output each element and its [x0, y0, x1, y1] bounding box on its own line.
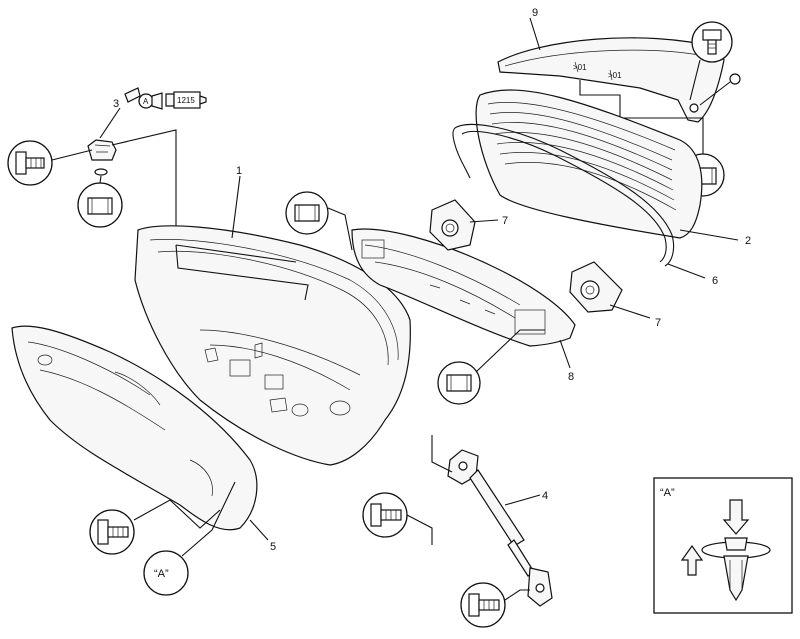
callout-4: 4 [542, 490, 548, 502]
garnish-part: 8 [351, 228, 576, 383]
hinge-part: 3 A 1215 [87, 87, 207, 245]
torque-wrench-icon: A [124, 87, 163, 110]
view-ref-label: “A” [154, 568, 169, 580]
callout-6: 6 [712, 275, 718, 287]
callout-1: 1 [236, 165, 242, 177]
sealant-code: 1215 [177, 96, 195, 105]
callout-7b: 7 [655, 317, 661, 329]
detail-box-label: “A” [660, 487, 675, 499]
trim-panel-part: 5 [11, 325, 276, 553]
lamp-left-part: 7 [429, 199, 508, 251]
trim-screw-detail [89, 499, 221, 555]
callout-7a: 7 [502, 215, 508, 227]
callout-3: 3 [113, 98, 119, 110]
callout-5: 5 [270, 541, 276, 553]
strut-bolt-detail-upper [362, 492, 433, 545]
detail-view-box: “A” [653, 477, 793, 614]
garnish-nut-detail-bottom [437, 329, 545, 405]
callout-8: 8 [568, 371, 574, 383]
torque-letter: A [143, 97, 149, 106]
arrow-up-icon [680, 544, 704, 576]
callout-9: 9 [532, 7, 538, 19]
spoiler-mark-2: >01 [608, 71, 622, 80]
sealant-tube-icon: 1215 [165, 91, 207, 109]
hinge-leader [175, 244, 309, 301]
spoiler-mark-1: >01 [573, 63, 587, 72]
gas-strut-part: 4 [431, 435, 553, 607]
hinge-nut-detail [77, 175, 123, 228]
push-clip-icon [701, 499, 771, 602]
callout-2: 2 [745, 235, 751, 247]
spoiler-part: >01 >01 9 [497, 7, 725, 123]
hinge-bolt-detail [7, 140, 93, 186]
strut-bolt-detail-lower [460, 582, 530, 628]
lamp-right-part: 7 [569, 261, 661, 329]
trunk-lid-part: 1 [134, 165, 411, 466]
glass-seal-part: 6 [452, 123, 718, 287]
spoiler-bolt-detail [689, 21, 741, 113]
trim-view-ref: “A” [143, 481, 236, 596]
garnish-nut-detail-top [285, 191, 353, 251]
